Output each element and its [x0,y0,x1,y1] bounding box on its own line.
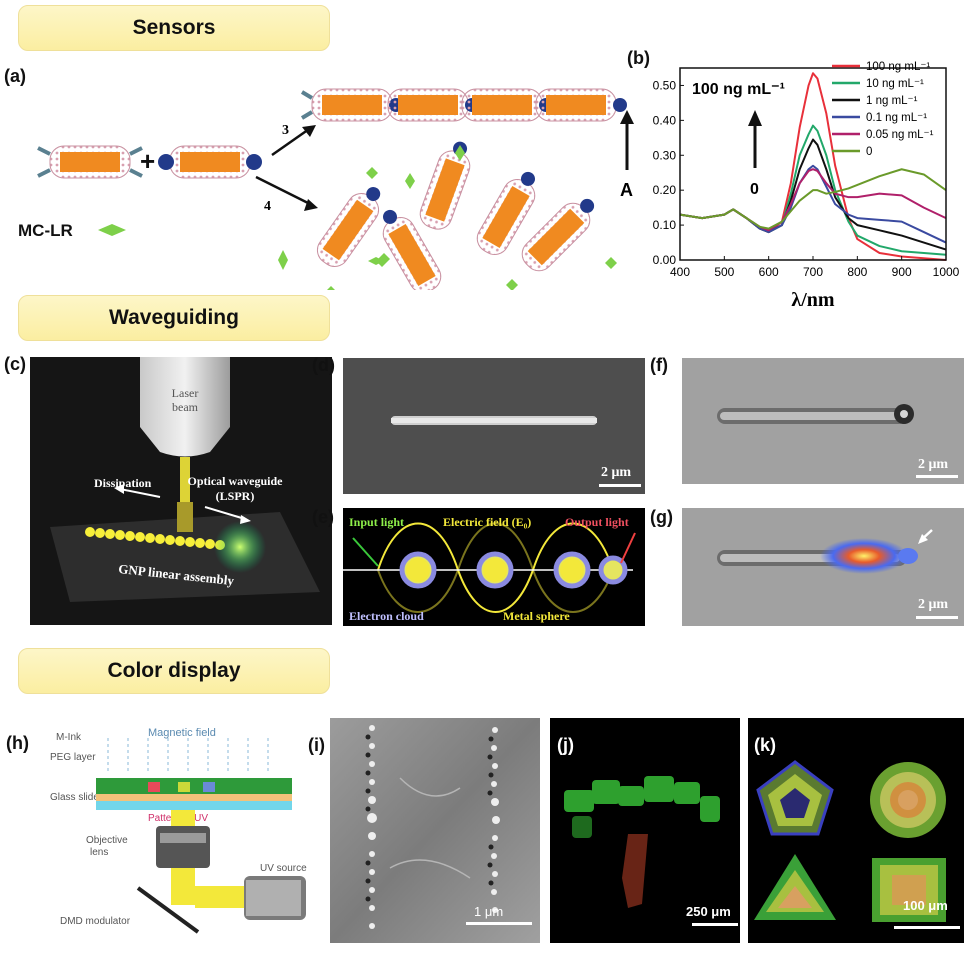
glass-slide-label: Glass slide [50,792,99,803]
y-tick-label: 0.50 [653,78,677,92]
y-tick-label: 0.40 [653,113,677,127]
x-tick-label: 700 [803,265,823,279]
electron-cloud-label: Electron cloud [349,609,424,623]
y-arrow [620,110,634,124]
panel-i-image: 1 μm [330,718,540,943]
x-tick-label: 400 [670,265,690,279]
panel-j-scale-label: 250 μm [686,904,731,919]
panel-f-scale-label: 2 μm [918,457,949,472]
panel-h-schematic: Magnetic field M-Ink PEG layer Glass sli… [48,718,328,943]
input-light-label: Input light [349,515,404,529]
uv-source-label: UV source [260,863,307,874]
legend-label-4: 0.05 ng mL⁻¹ [866,129,934,141]
x-tick-label: 900 [892,265,912,279]
section-sensors-text: Sensors [132,16,216,39]
concentration-bottom-annotation: 0 [750,181,759,198]
y-tick-label: 0.10 [653,218,677,232]
panel-h-label: (h) [6,733,29,753]
series-line-2 [679,138,947,251]
section-waveguiding-title: Waveguiding [18,295,330,341]
metal-sphere-label: Metal sphere [503,609,570,623]
series-line-4 [679,168,947,232]
legend-label-5: 0 [866,146,872,158]
panel-k-image: 100 μm [748,718,964,943]
panel-f-scale-bar [916,475,958,478]
legend-label-2: 1 ng mL⁻¹ [866,95,918,107]
panel-d-scale-label: 2 μm [601,465,632,480]
panel-c-label: (c) [4,354,26,374]
output-light-label: Output light [565,515,629,529]
concentration-arrow [748,110,762,126]
y-tick-label: 0.00 [653,253,677,267]
panel-a-label: (a) [4,66,26,86]
panel-e-image: Input light Electric field (E₀) Output l… [343,508,645,626]
panel-d-image: 2 μm [343,358,645,494]
x-tick-label: 500 [714,265,734,279]
x-tick-label: 1000 [933,265,960,279]
panel-d-scale-bar [599,484,641,487]
panel-d-label: (d) [312,355,335,375]
panel-e-label: (e) [312,507,334,527]
rod-chain [300,88,627,122]
dissipation-label: Dissipation [94,476,152,490]
y-tick-label: 0.30 [653,148,677,162]
panel-g-scale-label: 2 μm [918,597,949,612]
absorbance-chart: 400 500 600 700 800 900 1000 0.00 0.10 0.20 0.30 0.… [620,61,960,311]
panel-f-label: (f) [650,355,668,375]
legend-label-3: 0.1 ng mL⁻¹ [866,112,927,124]
dmd-modulator-label: DMD modulator [60,916,131,927]
panel-k-label: (k) [754,735,776,755]
plus-sign: + [140,146,155,176]
panel-b-label: (b) [627,48,650,68]
panel-g-image: 2 μm [682,508,964,626]
rod-scattered [311,141,597,290]
mc-lr-legend-marker [98,224,126,236]
peg-layer-label: PEG layer [50,752,96,763]
step-3-label: 3 [282,123,289,138]
section-color-display-text: Color display [107,659,241,682]
series-line-5 [679,168,947,230]
legend-label-0: 100 ng mL⁻¹ [866,61,930,73]
m-ink-label: M-Ink [56,732,82,743]
legend-label-1: 10 ng mL⁻¹ [866,78,924,90]
panel-i-scale-label: 1 μm [474,904,504,919]
panel-g-scale-bar [916,616,958,619]
electric-field-label: Electric field (E₀) [443,515,531,529]
y-axis-label: A [620,180,633,200]
magnetic-field-label: Magnetic field [148,727,216,739]
panel-k-scale-label: 100 μm [903,898,948,913]
panel-i-label: (i) [308,735,325,755]
x-tick-label: 800 [847,265,867,279]
panel-i-scale-bar [466,922,532,925]
mc-lr-legend-label: MC-LR [18,221,73,240]
series-line-3 [679,164,947,244]
x-tick-label: 600 [759,265,779,279]
y-tick-label: 0.20 [653,183,677,197]
section-sensors-title: Sensors [18,5,330,51]
panel-j-scale-bar [692,923,738,926]
panel-g-label: (g) [650,507,673,527]
section-color-display-title: Color display [18,648,330,694]
step-4-label: 4 [264,199,271,214]
concentration-top-annotation: 100 ng mL⁻¹ [692,81,785,98]
panel-j-image: 250 μm [550,718,740,943]
panel-f-image: 2 μm [682,358,964,484]
section-waveguiding-text: Waveguiding [109,306,239,329]
panel-a-schematic: + 3 4 MC-LR [18,88,627,290]
panel-j-label: (j) [557,735,574,755]
x-axis-label: λ/nm [791,289,835,311]
optical-waveguide-label: Optical waveguide(LSPR) [188,474,284,503]
panel-k-scale-bar [894,926,960,929]
